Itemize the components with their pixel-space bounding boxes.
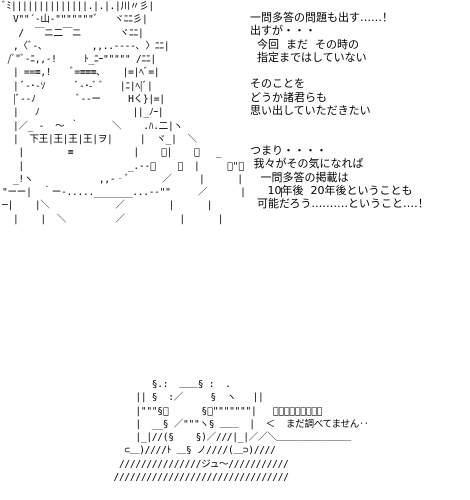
upper-ascii-art: ﾞﾐ||||||||||||||.|.|.|川〃彡| V""´‐山‐""""""… xyxy=(2,1,284,225)
dialogue-line xyxy=(250,131,429,144)
dialogue-line: どうか諸君らも xyxy=(250,90,327,104)
dialogue-line: 一問多答の掲載は xyxy=(250,170,349,184)
dialogue-line xyxy=(250,64,429,77)
dialogue-line: つまり・・・・ xyxy=(250,143,327,157)
dialogue-line: 我々がその気になれば xyxy=(250,157,364,171)
dialogue-line xyxy=(250,117,429,130)
dialogue-line: 今回 まだ その時の xyxy=(250,37,359,51)
lower-ascii-art: §.: ＿＿§ : . || § :／ § ヽ || |"""§ﾞ §ﾞ""""… xyxy=(113,379,369,484)
dialogue-line: 指定まではしていない xyxy=(250,50,367,64)
dialogue-line: 10年後 20年後ということも xyxy=(250,183,413,197)
dialogue-line: 出すが・・・ xyxy=(250,24,316,38)
dialogue-line: 一問多答の問題も出す‥‥‥！ xyxy=(250,11,394,24)
dialogue-text: 一問多答の問題も出す‥‥‥！ 出すが・・・ 今回 まだ その時の 指定まではして… xyxy=(250,11,429,210)
dialogue-line: そのことを xyxy=(250,77,305,91)
dialogue-line: 可能だろう‥‥‥‥‥ということ‥‥！ xyxy=(250,197,429,211)
dialogue-line: 思い出していただきたい xyxy=(250,104,371,118)
